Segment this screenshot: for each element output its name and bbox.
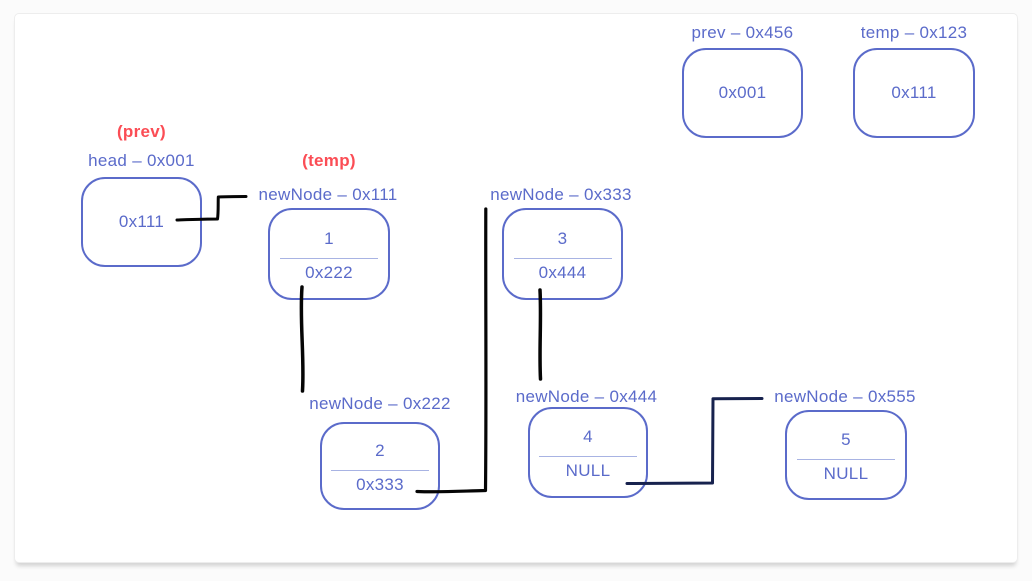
node5-label: newNode – 0x555 [774, 387, 916, 406]
prev-variable-value: 0x001 [718, 83, 767, 102]
node2-data: 2 [375, 440, 385, 460]
temp-variable-box: 0x111 [853, 48, 975, 138]
node5-box: 5 NULL [785, 410, 907, 500]
temp-variable-value: 0x111 [891, 83, 937, 102]
node3-box: 3 0x444 [502, 208, 623, 300]
node1-label: newNode – 0x111 [258, 185, 398, 204]
node4-next-pointer: NULL [565, 461, 611, 480]
node5-next-pointer: NULL [823, 463, 869, 483]
node4-divider [539, 456, 637, 457]
node2-next-pointer: 0x333 [356, 474, 404, 494]
node5-divider [797, 458, 895, 460]
node4-data: 4 [583, 427, 593, 446]
head-variable-box: 0x111 [81, 177, 202, 267]
head-prev-annotation: (prev) [116, 122, 167, 141]
node4-label: newNode – 0x444 [515, 387, 658, 406]
temp-variable-label: temp – 0x123 [860, 23, 968, 42]
node5-data: 5 [841, 429, 851, 449]
node1-box: 1 0x222 [268, 208, 390, 300]
node1-divider [280, 257, 378, 259]
node1-next-pointer: 0x222 [305, 262, 353, 282]
node3-label: newNode – 0x333 [490, 185, 632, 204]
node2-divider [331, 469, 429, 471]
node1-data: 1 [324, 228, 334, 248]
node3-next-pointer: 0x444 [538, 262, 587, 282]
node1-temp-annotation: (temp) [302, 151, 356, 170]
node3-data: 3 [557, 228, 568, 248]
node4-box: 4 NULL [528, 407, 648, 498]
head-variable-label: head – 0x001 [88, 151, 195, 170]
node3-divider [513, 257, 612, 259]
node2-box: 2 0x333 [320, 422, 440, 510]
node2-label: newNode – 0x222 [309, 394, 451, 413]
prev-variable-box: 0x001 [682, 48, 803, 138]
prev-variable-label: prev – 0x456 [691, 23, 794, 42]
head-variable-value: 0x111 [118, 212, 165, 231]
